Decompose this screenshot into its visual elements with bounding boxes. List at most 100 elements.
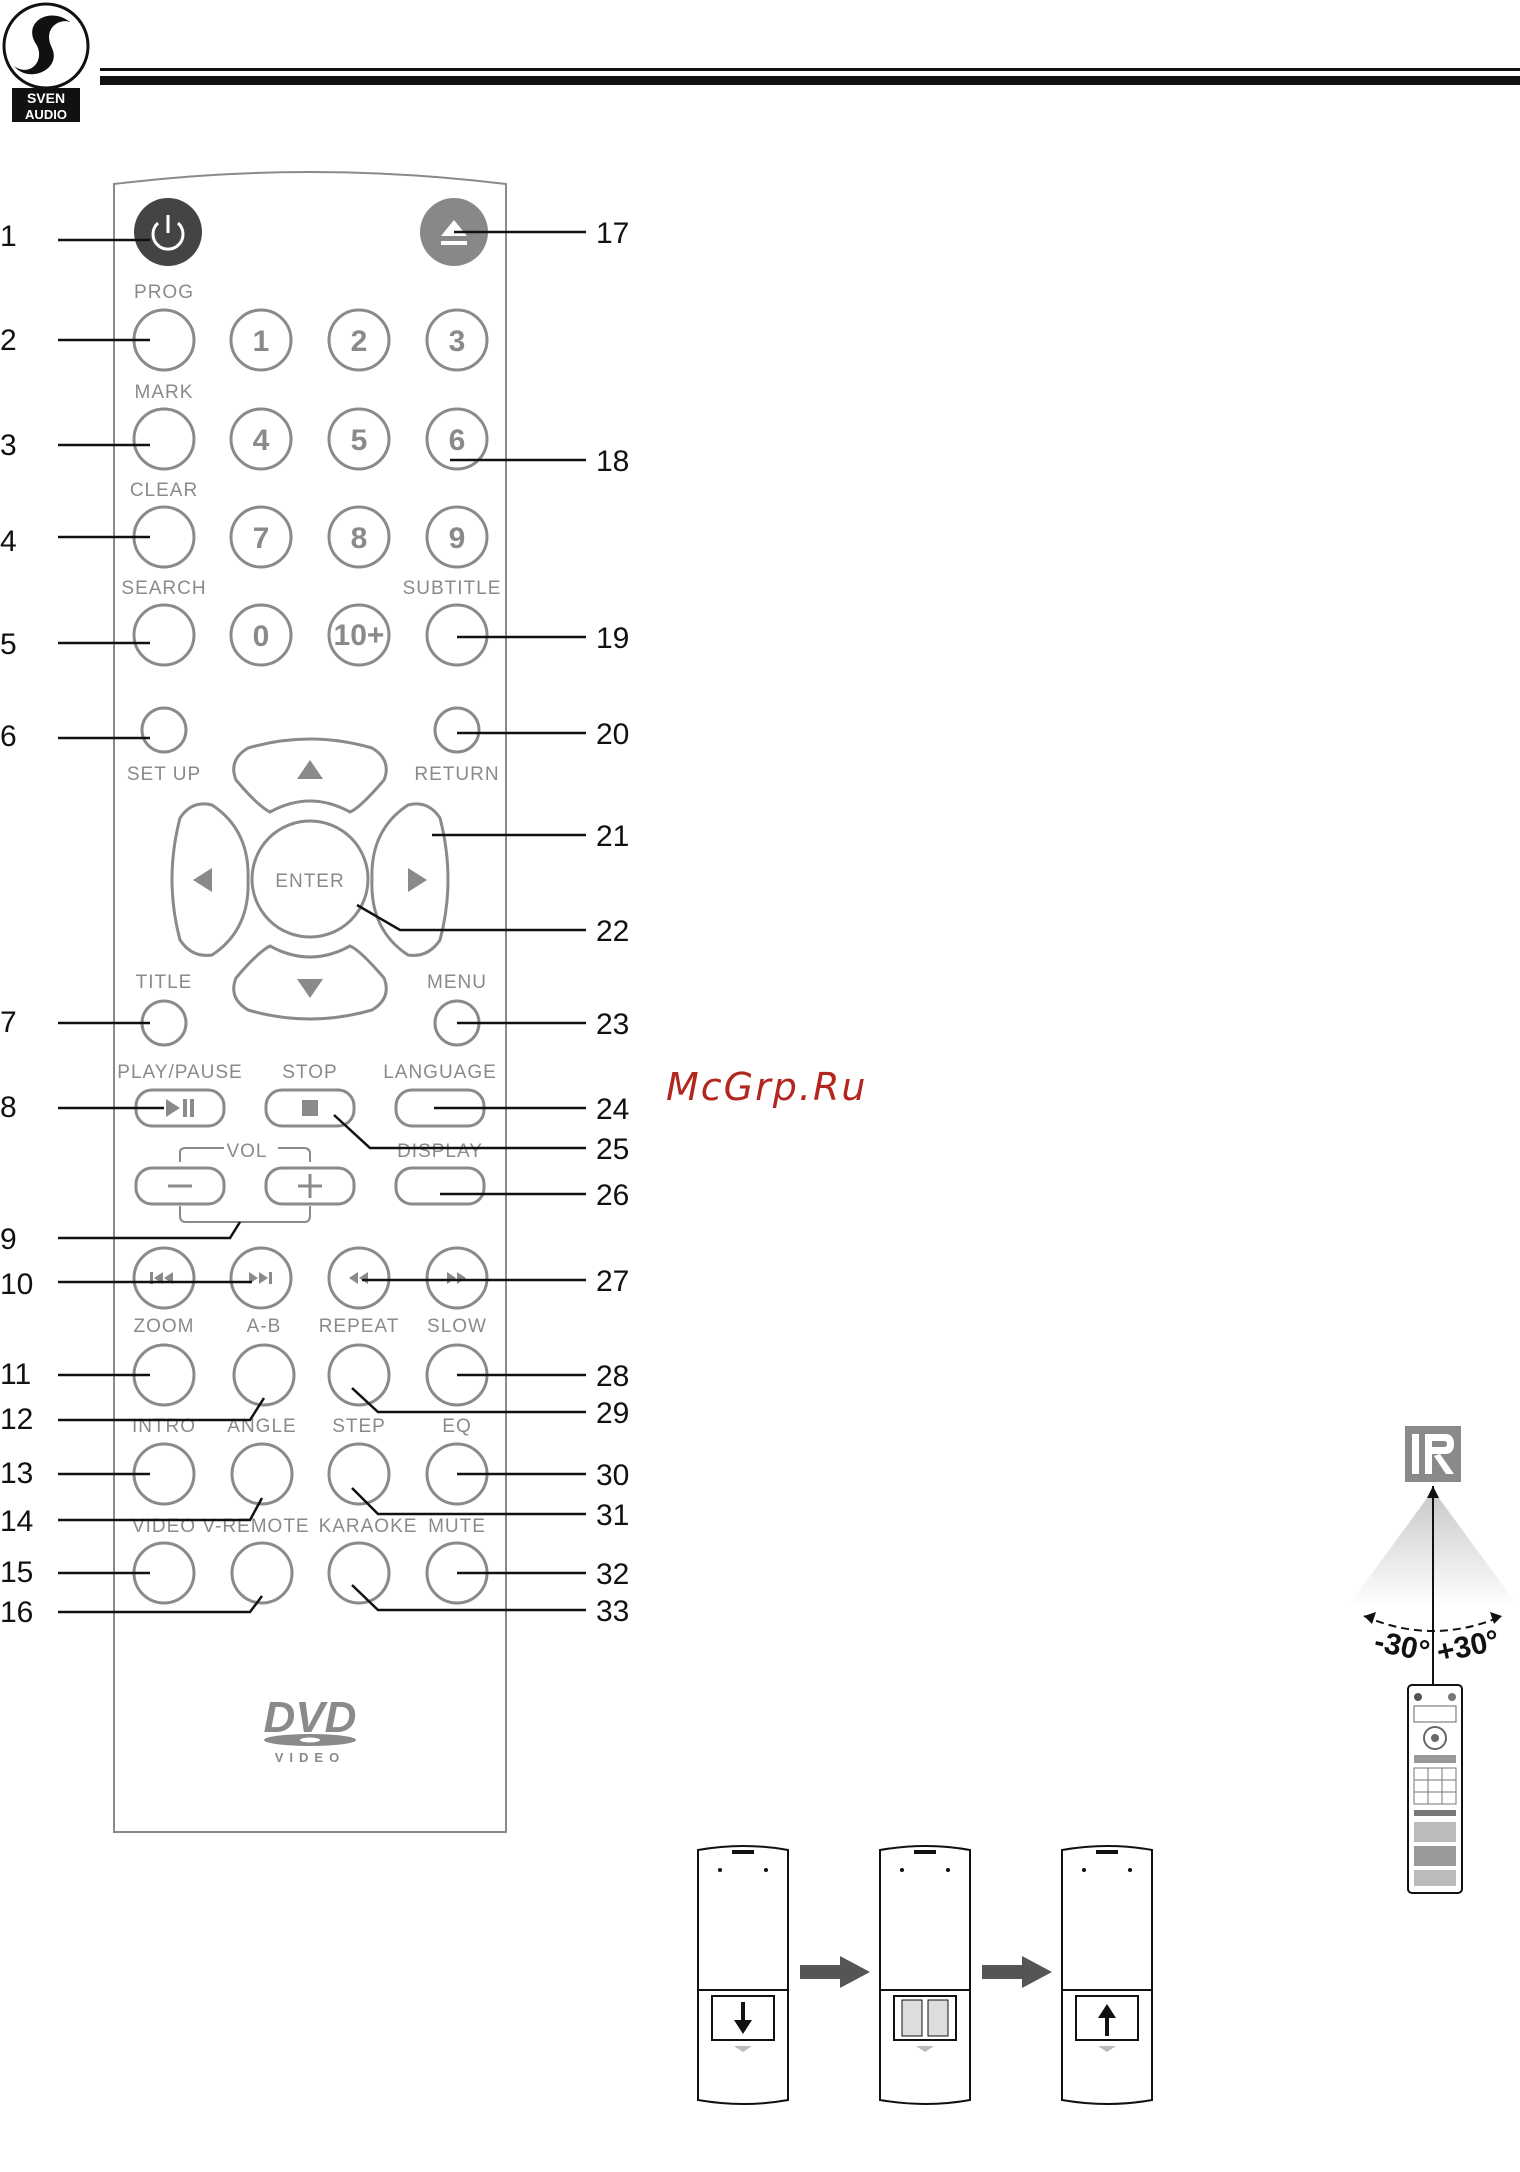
label-step: STEP: [332, 1416, 386, 1437]
digit-6: 6: [449, 424, 466, 457]
callout-13: 13: [0, 1457, 33, 1490]
stop-icon: [302, 1100, 318, 1116]
karaoke-button[interactable]: [327, 1541, 391, 1605]
callout-11: 11: [0, 1358, 31, 1391]
setup-button[interactable]: [140, 706, 188, 754]
label-display: DISPLAY: [397, 1141, 483, 1162]
slide-down-arrow-icon: [734, 2020, 752, 2034]
repeat-button[interactable]: [327, 1343, 391, 1407]
dvd-logo-main: DVD: [264, 1693, 357, 1742]
digit-3: 3: [449, 325, 466, 358]
digit-2: 2: [351, 325, 368, 358]
watermark-text: McGrp.Ru: [666, 1065, 867, 1109]
label-clear: CLEAR: [130, 480, 198, 501]
callouts-right: 17 18 19 20 21 22 23 24 25 26 27 28 29 3…: [596, 217, 629, 1628]
callout-14: 14: [0, 1505, 33, 1538]
ir-range-diagram: IR -30° +30°: [1348, 1426, 1518, 1894]
callout-23: 23: [596, 1008, 629, 1041]
navigation-pad: ENTER: [170, 737, 450, 1021]
battery-step-1: [697, 1845, 789, 2105]
ir-sensor-icon: [1405, 1426, 1461, 1482]
callout-32: 32: [596, 1558, 629, 1591]
digit-10plus: 10+: [334, 619, 385, 652]
callout-17: 17: [596, 217, 629, 250]
step-arrow-icon: [982, 1956, 1052, 1988]
digit-button-10plus[interactable]: [327, 603, 391, 667]
display-button[interactable]: [394, 1166, 486, 1206]
logo-line1: SVEN: [27, 90, 65, 106]
digit-keypad: 1 2 3 4 5 6 7 8 9 0 10+: [229, 308, 489, 667]
callouts-left: 1 2 3 4 5 6 7 8 9 10 11 12 13 14 15 16: [0, 220, 33, 1629]
enter-button[interactable]: [250, 819, 370, 939]
label-repeat: REPEAT: [319, 1316, 400, 1337]
callout-28: 28: [596, 1360, 629, 1393]
label-vol: VOL: [226, 1141, 267, 1162]
digit-button-5[interactable]: [327, 407, 391, 471]
label-return: RETURN: [414, 764, 499, 785]
v-remote-button[interactable]: [230, 1541, 294, 1605]
ab-button[interactable]: [232, 1343, 296, 1407]
step-button[interactable]: [327, 1442, 391, 1506]
digit-1: 1: [253, 325, 270, 358]
callout-2: 2: [0, 324, 17, 357]
digit-button-3[interactable]: [425, 308, 489, 372]
dvd-logo-sub: VIDEO: [275, 1750, 345, 1765]
callout-26: 26: [596, 1179, 629, 1212]
callout-4: 4: [0, 525, 17, 558]
label-mark: MARK: [135, 382, 194, 403]
callout-20: 20: [596, 718, 629, 751]
callout-12: 12: [0, 1403, 33, 1436]
digit-button-6[interactable]: [425, 407, 489, 471]
callout-27: 27: [596, 1265, 629, 1298]
label-zoom: ZOOM: [134, 1316, 195, 1337]
label-prog: PROG: [134, 282, 194, 303]
battery-icon: [901, 1999, 923, 2037]
callout-5: 5: [0, 628, 17, 661]
slide-up-arrow-icon: [1098, 2004, 1116, 2018]
ir-left-angle: -30°: [1371, 1625, 1432, 1669]
digit-button-7[interactable]: [229, 505, 293, 569]
search-button[interactable]: [132, 603, 196, 667]
digit-button-2[interactable]: [327, 308, 391, 372]
callout-1: 1: [0, 220, 17, 253]
digit-button-9[interactable]: [425, 505, 489, 569]
callout-31: 31: [596, 1499, 629, 1532]
label-title: TITLE: [136, 972, 193, 993]
callout-19: 19: [596, 622, 629, 655]
digit-button-4[interactable]: [229, 407, 293, 471]
return-button[interactable]: [433, 706, 481, 754]
battery-installation-steps: [697, 1845, 1153, 2105]
callout-16: 16: [0, 1596, 33, 1629]
callout-21: 21: [596, 820, 629, 853]
angle-button[interactable]: [230, 1442, 294, 1506]
callout-18: 18: [596, 445, 629, 478]
callout-25: 25: [596, 1133, 629, 1166]
callout-22: 22: [596, 915, 629, 948]
remote-control: PROG MARK CLEAR SEARCH SUBTITLE 1 2 3 4 …: [113, 171, 507, 1833]
digit-button-1[interactable]: [229, 308, 293, 372]
subtitle-button[interactable]: [425, 603, 489, 667]
mark-button[interactable]: [132, 407, 196, 471]
play-pause-icon: [166, 1099, 194, 1117]
callout-leader-lines: [58, 230, 586, 1614]
label-language: LANGUAGE: [383, 1062, 497, 1083]
digit-5: 5: [351, 424, 368, 457]
callout-30: 30: [596, 1459, 629, 1492]
arrow-right-icon: [408, 868, 427, 892]
label-stop: STOP: [282, 1062, 337, 1083]
label-search: SEARCH: [121, 578, 206, 599]
digit-button-0[interactable]: [229, 603, 293, 667]
step-arrow-icon: [800, 1956, 870, 1988]
label-setup: SET UP: [127, 764, 201, 785]
callout-29: 29: [596, 1397, 629, 1430]
callout-24: 24: [596, 1093, 629, 1126]
callout-15: 15: [0, 1556, 33, 1589]
arrow-up-icon: [297, 760, 323, 779]
digit-button-8[interactable]: [327, 505, 391, 569]
label-subtitle: SUBTITLE: [403, 578, 502, 599]
label-enter: ENTER: [275, 871, 344, 892]
digit-0: 0: [253, 620, 270, 653]
mini-remote-illustration: [1407, 1684, 1463, 1894]
arrow-left-icon: [193, 868, 212, 892]
label-menu: MENU: [427, 972, 487, 993]
